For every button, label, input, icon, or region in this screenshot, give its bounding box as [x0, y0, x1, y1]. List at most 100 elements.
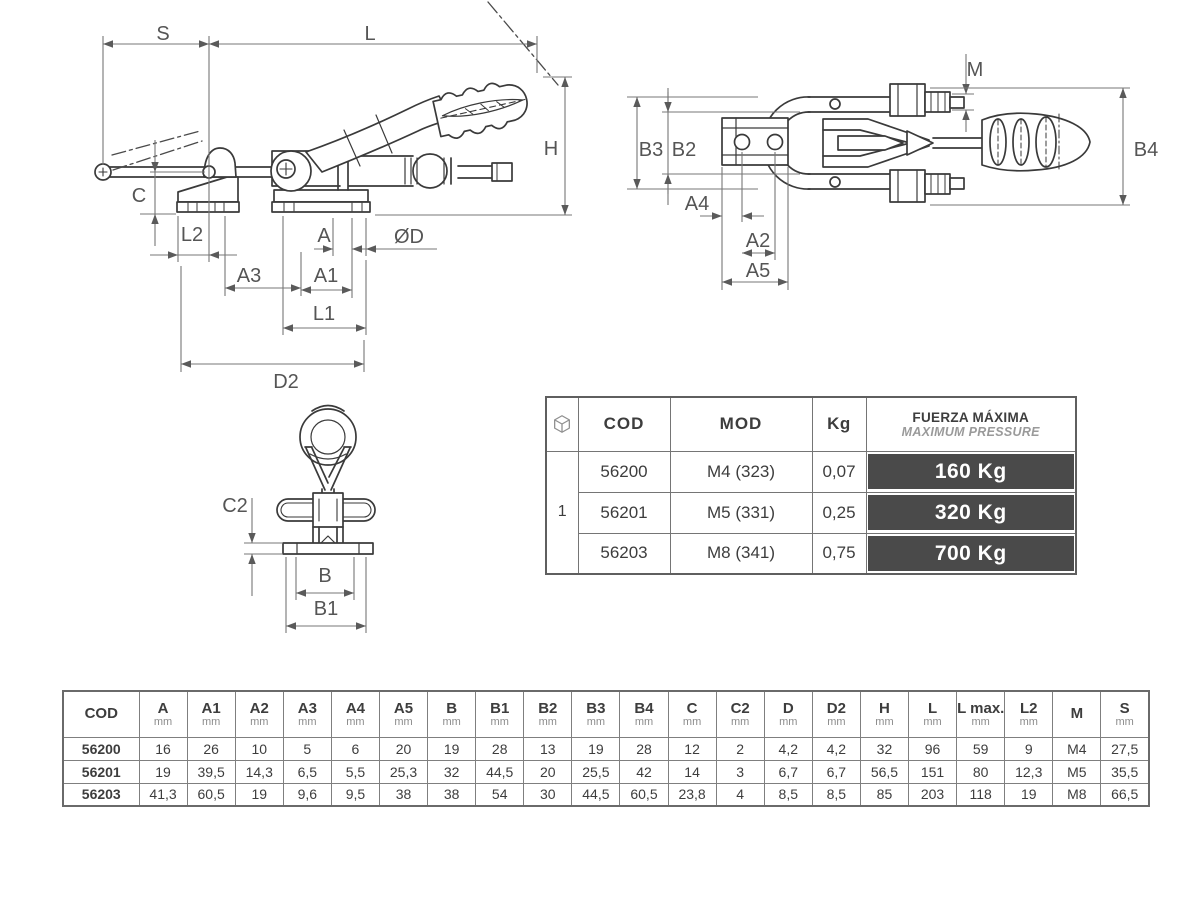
dims-col-label: M: [1070, 705, 1084, 723]
dims-value-cell: 14: [667, 759, 717, 784]
dims-col-lmax: L max.mm: [956, 690, 1006, 738]
dims-col-cod: COD: [62, 690, 140, 738]
dims-value-cell: 118: [956, 782, 1006, 807]
dims-col-unit: mm: [923, 715, 942, 728]
dims-value-cell: 32: [427, 759, 477, 784]
dim-label-a2: A2: [746, 230, 770, 252]
dims-value-cell: 19: [234, 782, 284, 807]
dims-value-cell: 9,5: [330, 782, 380, 807]
dims-col-unit: mm: [201, 715, 221, 728]
product-col-cod: COD: [577, 396, 671, 452]
dims-col-label: A3: [297, 699, 317, 717]
product-col-kg: Kg: [811, 396, 867, 452]
dims-value-cell: 23,8: [667, 782, 717, 807]
dims-col-label: A4: [345, 699, 366, 717]
product-mod-cell: M5 (331): [669, 491, 813, 534]
dims-value-cell: 8,5: [811, 782, 861, 807]
dim-label-s: S: [156, 23, 169, 45]
dim-label-a3: A3: [237, 265, 261, 287]
product-kg-cell: 0,07: [811, 450, 867, 493]
force-subtitle: MAXIMUM PRESSURE: [901, 424, 1040, 439]
dims-value-cell: 27,5: [1100, 736, 1150, 761]
dims-value-cell: 38: [378, 782, 429, 807]
dims-value-cell: 96: [907, 736, 958, 761]
dims-value-cell: 9: [1004, 736, 1054, 761]
dims-value-cell: 28: [475, 736, 525, 761]
cube-icon: [554, 415, 571, 434]
dims-col-unit: mm: [442, 715, 461, 728]
dims-value-cell: 16: [138, 736, 188, 761]
dims-value-cell: 12: [667, 736, 717, 761]
dims-value-cell: 19: [427, 736, 477, 761]
dims-col-label: B1: [490, 699, 510, 717]
dims-col-unit: mm: [827, 715, 846, 728]
dims-value-cell: 35,5: [1100, 759, 1150, 784]
dims-value-cell: M4: [1052, 736, 1102, 761]
product-cod-cell: 56201: [577, 491, 671, 534]
top-view-drawing: M B3 B2 B4 A4 A2 A5: [627, 54, 1158, 290]
product-force-cell: 160 Kg: [865, 450, 1077, 493]
product-table-header-row: COD MOD Kg FUERZA MÁXIMA MAXIMUM PRESSUR…: [545, 396, 1077, 452]
dims-cod-cell: 56200: [62, 736, 140, 761]
dims-value-cell: 32: [859, 736, 910, 761]
dims-value-cell: 2: [715, 736, 765, 761]
dims-col-label: B2: [538, 699, 558, 717]
dims-col-unit: mm: [394, 715, 413, 728]
dims-value-cell: 25,5: [571, 759, 621, 784]
product-kg-cell: 0,25: [811, 491, 867, 534]
dims-value-cell: 151: [907, 759, 958, 784]
dims-col-unit: mm: [971, 715, 990, 728]
dims-value-cell: 9,6: [282, 782, 332, 807]
package-icon-cell: [545, 396, 579, 452]
product-col-force: FUERZA MÁXIMA MAXIMUM PRESSURE: [865, 396, 1077, 452]
dims-col-unit: mm: [538, 715, 557, 728]
dims-col-label: D2: [826, 699, 846, 717]
force-value: 160 Kg: [867, 454, 1074, 489]
product-cod-cell: 56203: [577, 532, 671, 575]
dims-col-label: A1: [201, 699, 221, 717]
dims-value-cell: 14,3: [234, 759, 284, 784]
dims-value-cell: 8,5: [763, 782, 813, 807]
dims-value-cell: 3: [715, 759, 765, 784]
dims-value-cell: 44,5: [571, 782, 621, 807]
dims-col-label: H: [879, 699, 890, 717]
dims-value-cell: M5: [1052, 759, 1102, 784]
dims-value-cell: 6,7: [763, 759, 813, 784]
dims-col-label: B: [446, 699, 458, 717]
dims-col-label: A: [157, 699, 169, 717]
package-qty-cell: 1: [545, 450, 579, 575]
dims-col-unit: mm: [779, 715, 798, 728]
dims-col-unit: mm: [731, 715, 750, 728]
dim-label-c: C: [132, 185, 146, 207]
product-kg-cell: 0,75: [811, 532, 867, 575]
dims-col-label: L2: [1019, 699, 1038, 717]
dim-label-l1: L1: [313, 303, 335, 325]
dim-label-b2: B2: [672, 139, 696, 161]
dim-label-a1: A1: [314, 265, 338, 287]
dims-value-cell: 10: [234, 736, 284, 761]
dims-col-label: C: [686, 699, 698, 717]
dims-value-cell: 42: [619, 759, 669, 784]
product-mod-cell: M8 (341): [669, 532, 813, 575]
dims-col-unit: mm: [298, 715, 317, 728]
dims-col-label: L max.: [957, 699, 1005, 717]
dims-col-label: COD: [84, 705, 118, 723]
dim-label-m: M: [967, 59, 984, 81]
